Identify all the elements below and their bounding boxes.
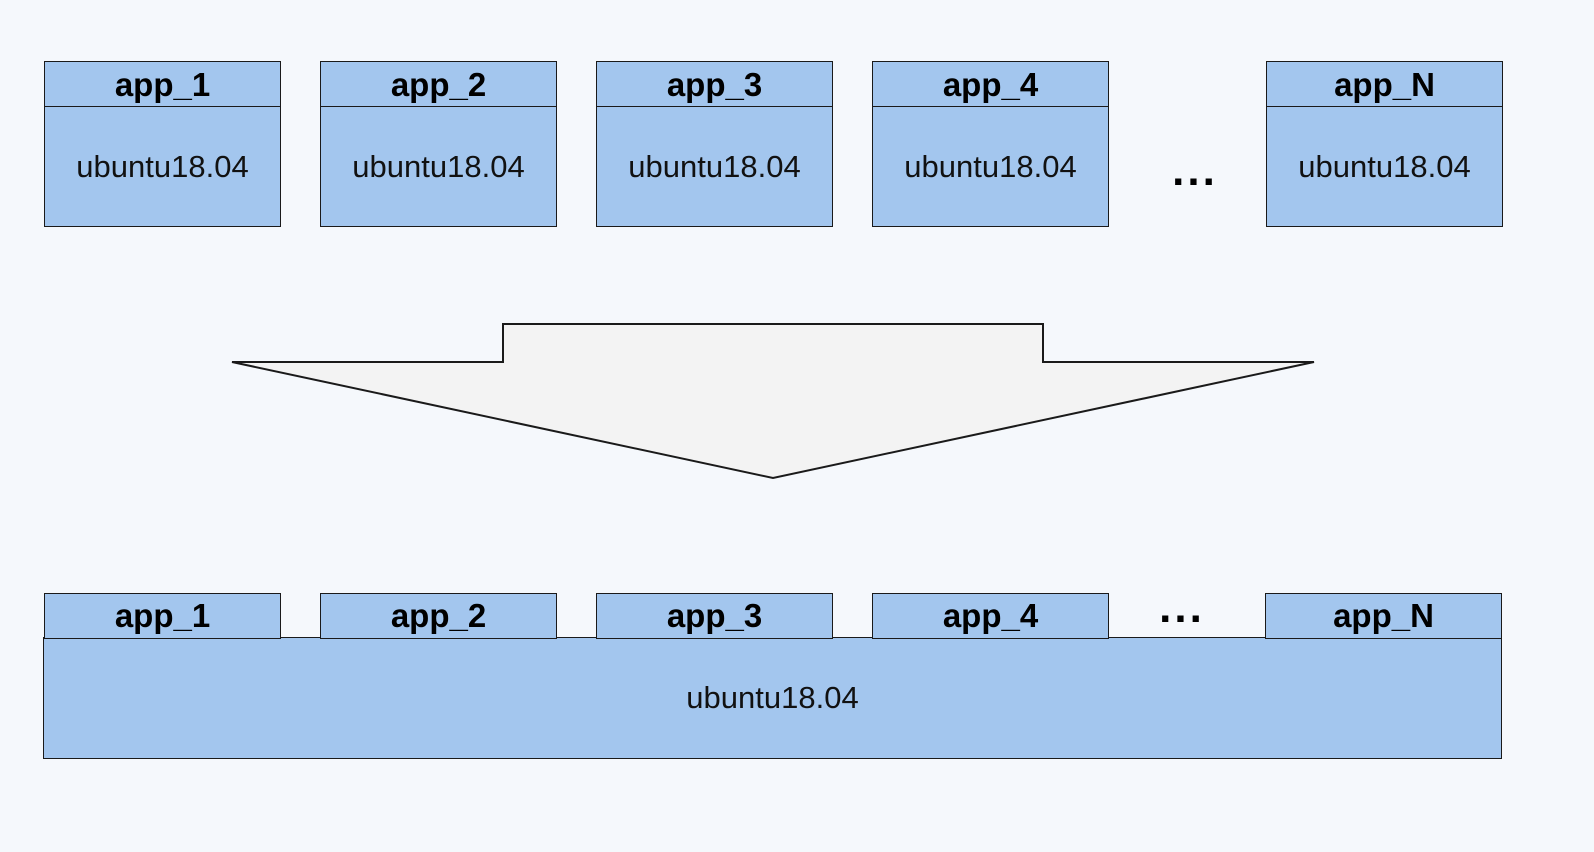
top-app-n-os-label: ubuntu18.04 <box>1298 148 1471 184</box>
top-app-4-os-box <box>872 106 1109 227</box>
top-app-1-header: app_1 <box>44 61 281 108</box>
top-app-1-label: app_1 <box>114 65 211 103</box>
bottom-app-n-header: app_N <box>1265 593 1502 639</box>
bottom-app-4-header: app_4 <box>872 593 1109 639</box>
top-app-2-os-box <box>320 106 557 227</box>
bottom-app-1-label: app_1 <box>114 597 211 634</box>
shared-os-label: ubuntu18.04 <box>686 680 859 715</box>
top-app-1-os-box <box>44 106 281 227</box>
top-ellipsis: ... <box>1172 146 1218 195</box>
top-app-2-label: app_2 <box>390 65 487 103</box>
top-app-4-os-label: ubuntu18.04 <box>904 148 1077 184</box>
bottom-app-4-label: app_4 <box>942 597 1039 634</box>
top-app-n-header: app_N <box>1266 61 1503 108</box>
bottom-app-n-label: app_N <box>1333 597 1434 634</box>
top-app-3-header: app_3 <box>596 61 833 108</box>
top-app-2-header: app_2 <box>320 61 557 108</box>
bottom-app-2-header: app_2 <box>320 593 557 639</box>
top-app-3-os-box <box>596 106 833 227</box>
top-app-1-os-label: ubuntu18.04 <box>76 148 249 184</box>
bottom-app-1-header: app_1 <box>44 593 281 639</box>
shared-os-box <box>43 637 1502 759</box>
top-app-3-os-label: ubuntu18.04 <box>628 148 801 184</box>
top-app-2-os-label: ubuntu18.04 <box>352 148 525 184</box>
top-app-4-header: app_4 <box>872 61 1109 108</box>
bottom-app-2-label: app_2 <box>390 597 487 634</box>
top-app-3-label: app_3 <box>666 65 763 103</box>
bottom-app-3-header: app_3 <box>596 593 833 639</box>
bottom-ellipsis: ... <box>1159 583 1205 632</box>
down-arrow-shape <box>231 323 1315 480</box>
top-app-4-label: app_4 <box>942 65 1039 103</box>
top-app-n-label: app_N <box>1334 65 1435 103</box>
top-app-n-os-box <box>1266 106 1503 227</box>
bottom-app-3-label: app_3 <box>666 597 763 634</box>
